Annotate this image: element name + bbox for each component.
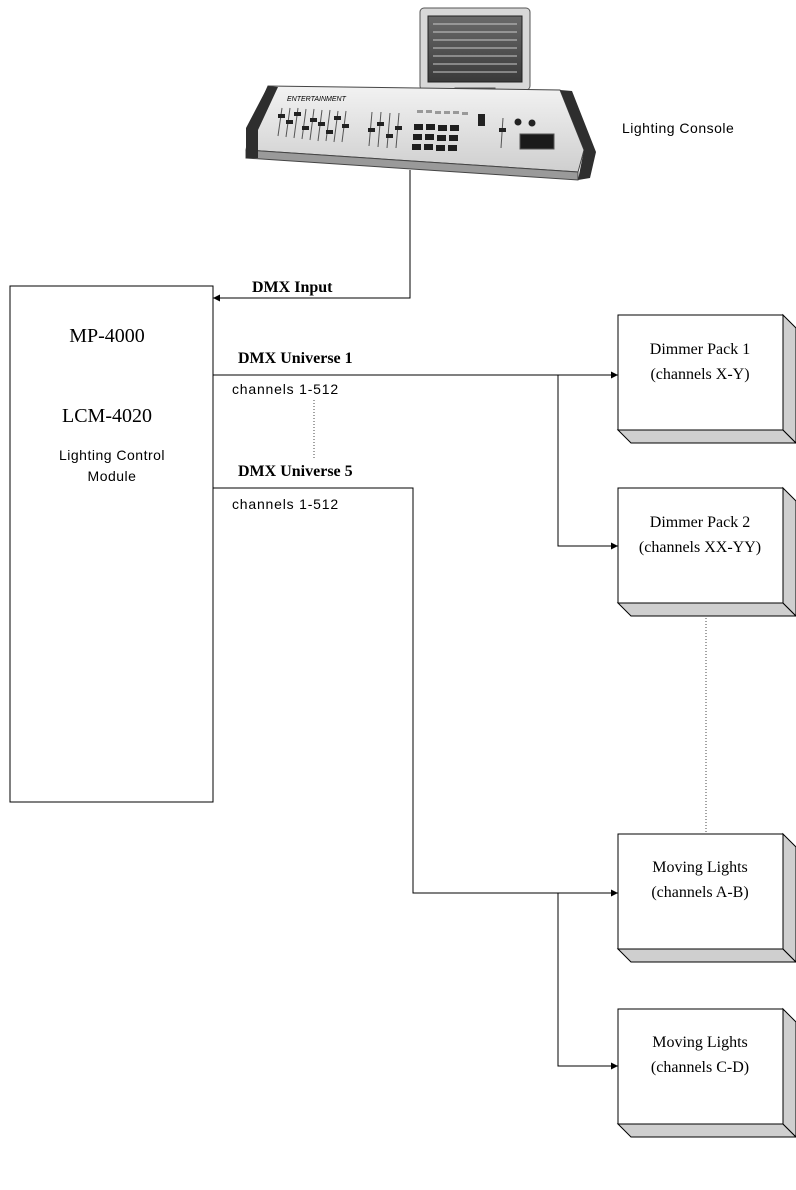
universe-1-label: DMX Universe 1 [238, 350, 353, 367]
device-dimmer-pack-2: Dimmer Pack 2 (channels XX-YY) [618, 488, 796, 616]
universe-1-branch [558, 375, 618, 546]
device-4-channels: (channels C-D) [651, 1059, 749, 1076]
device-1-channels: (channels X-Y) [650, 366, 749, 383]
device-moving-lights-c: Moving Lights (channels C-D) [618, 1009, 796, 1137]
lighting-console-image: ENTERTAINMENT [246, 8, 596, 180]
universe-5-line [213, 488, 618, 893]
device-dimmer-pack-1: Dimmer Pack 1 (channels X-Y) [618, 315, 796, 443]
device-3-channels: (channels A-B) [651, 884, 748, 901]
console-monitor [420, 8, 530, 98]
universe-5-label: DMX Universe 5 [238, 463, 353, 480]
mp-4000-module-box [10, 286, 213, 802]
module-desc-line2: Module [88, 468, 137, 484]
universe-1-channels: channels 1-512 [232, 381, 339, 397]
device-4-name: Moving Lights [652, 1034, 748, 1051]
console-brand-text: ENTERTAINMENT [287, 96, 347, 103]
device-3-name: Moving Lights [652, 859, 748, 876]
device-2-name: Dimmer Pack 2 [650, 514, 750, 531]
module-model-label: MP-4000 [69, 325, 145, 347]
universe-5-channels: channels 1-512 [232, 496, 339, 512]
console-desk: ENTERTAINMENT [246, 86, 596, 180]
dmx-input-label: DMX Input [252, 279, 333, 296]
module-card-label: LCM-4020 [62, 405, 152, 427]
console-label: Lighting Console [622, 120, 734, 136]
device-moving-lights-a: Moving Lights (channels A-B) [618, 834, 796, 962]
module-desc-line1: Lighting Control [59, 447, 165, 463]
device-1-name: Dimmer Pack 1 [650, 341, 750, 358]
universe-5-branch [558, 893, 618, 1066]
device-2-channels: (channels XX-YY) [639, 539, 761, 556]
